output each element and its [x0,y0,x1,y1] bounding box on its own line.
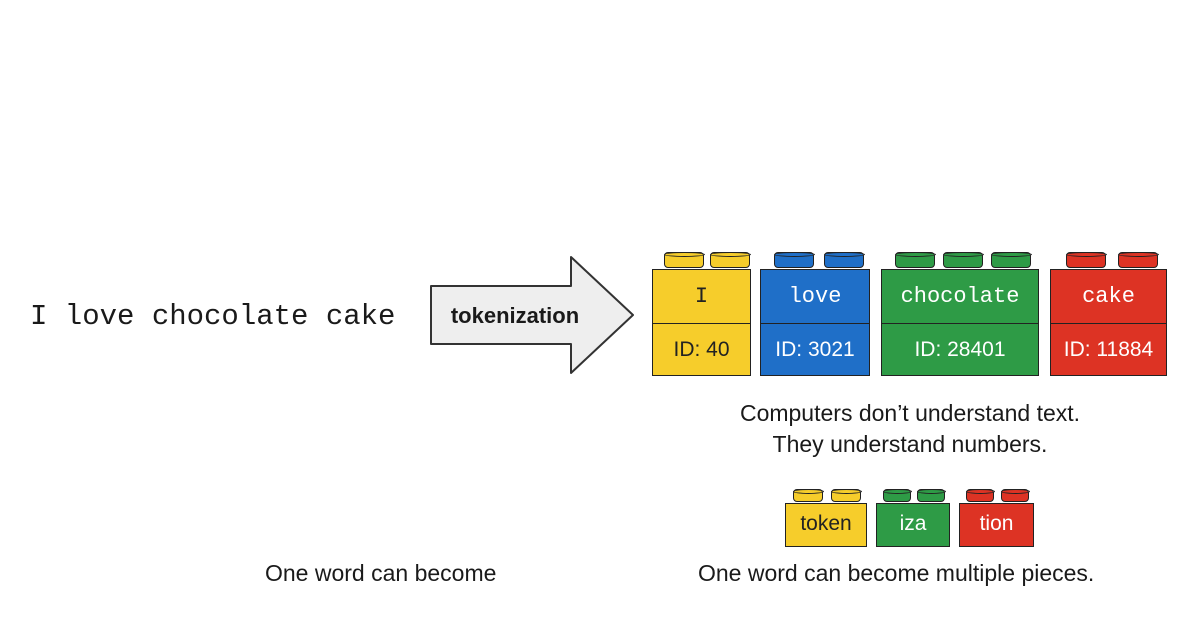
subword-text: iza [876,503,950,547]
brick-stud [990,251,1032,268]
caption-line-1: Computers don’t understand text. [739,400,1081,426]
brick-stud [773,251,815,268]
tokenization-arrow-icon [430,256,634,374]
brick-stud [894,251,936,268]
subword-brick-tion: tion [959,488,1034,547]
brick-stud [916,488,946,502]
token-brick-chocolate: chocolate ID: 28401 [881,251,1039,376]
token-id: ID: 3021 [761,323,869,375]
caption-left: One word can become [265,560,497,586]
brick-stud [823,251,865,268]
input-sentence: I love chocolate cake [30,300,396,333]
subword-brick-token: token [785,488,867,547]
caption-right: One word can become multiple pieces. [698,560,1095,586]
token-text: love [788,284,842,309]
caption-line-2: They understand numbers. [772,431,1048,457]
tokenization-label: tokenization [450,303,580,328]
token-brick-love: love ID: 3021 [760,251,870,376]
brick-stud [965,488,995,502]
brick-stud [942,251,984,268]
explanation-caption: Computers don’t understand text. They un… [700,398,1120,460]
subword-brick-iza: iza [876,488,950,547]
brick-body: cake ID: 11884 [1050,269,1167,376]
token-id: ID: 28401 [882,323,1038,375]
token-brick-i: I ID: 40 [652,251,751,376]
token-text: chocolate [900,284,1020,309]
brick-stud [663,251,705,268]
subword-text: token [785,503,867,547]
token-id: ID: 11884 [1051,323,1166,375]
brick-body: love ID: 3021 [760,269,870,376]
brick-body: chocolate ID: 28401 [881,269,1039,376]
brick-stud [709,251,751,268]
brick-stud [1117,251,1159,268]
token-text: I [694,284,709,309]
token-id: ID: 40 [653,323,750,375]
token-brick-cake: cake ID: 11884 [1050,251,1167,376]
brick-stud [830,488,862,502]
subword-text: tion [959,503,1034,547]
token-text: cake [1082,284,1135,309]
brick-body: I ID: 40 [652,269,751,376]
brick-stud [882,488,912,502]
brick-stud [792,488,824,502]
brick-stud [1065,251,1107,268]
brick-stud [1000,488,1030,502]
